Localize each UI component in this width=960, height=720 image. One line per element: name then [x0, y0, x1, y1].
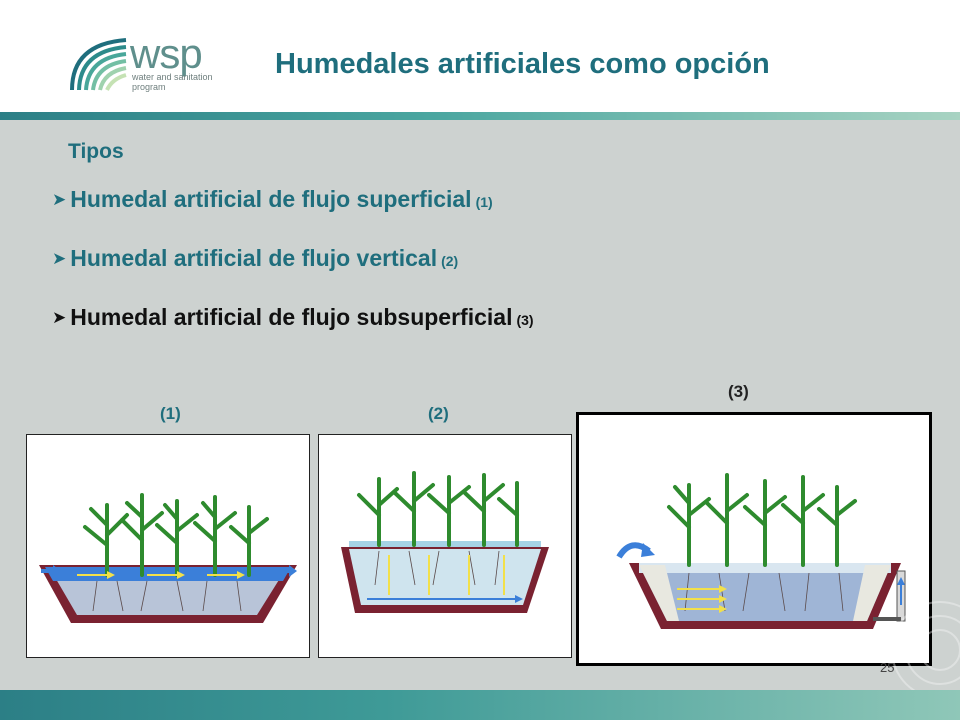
section-label: Tipos [68, 140, 124, 163]
bullet-item-surface: ➤Humedal artificial de flujo superficial… [52, 186, 493, 213]
wsp-logo: wsp water and sanitation program [70, 30, 240, 96]
figure-label-3: (3) [728, 382, 749, 401]
decorative-rings [891, 601, 960, 699]
arrow-bullet-icon: ➤ [52, 308, 67, 327]
logo-wordmark: wsp [130, 30, 203, 77]
bullet-text: Humedal artificial de flujo subsuperfici… [70, 304, 513, 330]
arrow-bullet-icon: ➤ [52, 249, 67, 268]
figure-label-2: (2) [428, 404, 449, 423]
arrow-bullet-icon: ➤ [52, 190, 67, 209]
slide-title: Humedales artificiales como opción [275, 48, 770, 80]
bullet-ref: (3) [516, 312, 534, 328]
bullet-ref: (2) [441, 253, 459, 269]
bullet-text: Humedal artificial de flujo superficial [70, 186, 472, 212]
header-rule [0, 112, 960, 120]
bullet-text: Humedal artificial de flujo vertical [70, 245, 438, 271]
subsurface-flow-diagram [576, 412, 932, 666]
surface-flow-diagram [26, 434, 310, 658]
bullet-item-vertical: ➤Humedal artificial de flujo vertical(2) [52, 245, 458, 272]
footer-bar [0, 690, 960, 720]
logo-tagline: water and sanitation program [132, 72, 213, 92]
figure-label-1: (1) [160, 404, 181, 423]
header-band [0, 0, 960, 112]
vertical-flow-illustration [341, 471, 549, 613]
vertical-flow-diagram [318, 434, 572, 658]
wave-stripes-icon [70, 38, 127, 91]
surface-flow-illustration [39, 493, 297, 623]
bullet-ref: (1) [475, 194, 493, 210]
subsurface-flow-illustration [616, 473, 906, 629]
bullet-item-subsurface: ➤Humedal artificial de flujo subsuperfic… [52, 304, 534, 331]
page-number: 25 [880, 660, 895, 675]
